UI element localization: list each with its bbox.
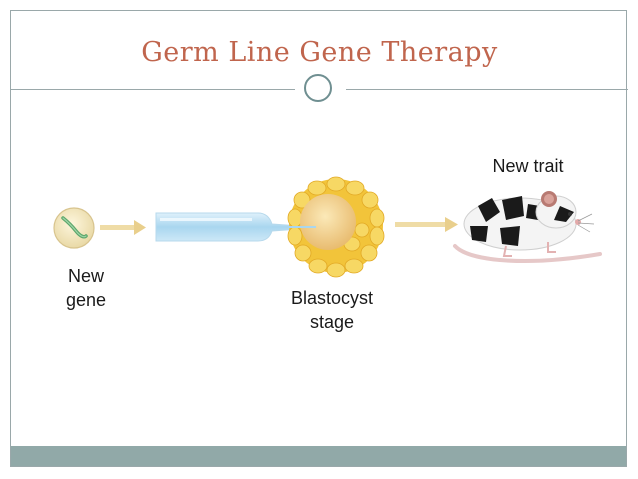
blastocyst-label-line1: Blastocyst bbox=[290, 288, 374, 308]
divider-circle-ornament bbox=[304, 74, 332, 102]
blastocyst-icon bbox=[272, 176, 385, 278]
blastocyst-label-line2: stage bbox=[309, 312, 355, 332]
new-trait-label: New trait bbox=[492, 156, 564, 176]
blastocyst-stage-label: Blastocyst stage bbox=[276, 286, 388, 334]
arrow-icon bbox=[100, 220, 146, 235]
new-gene-label-line2: gene bbox=[65, 290, 107, 310]
new-gene-label-line1: New bbox=[67, 266, 104, 286]
title-divider-right bbox=[346, 89, 628, 90]
footer-bar bbox=[11, 446, 626, 466]
arrow-icon bbox=[395, 217, 458, 232]
spotted-mouse-icon bbox=[453, 191, 602, 263]
slide-title: Germ Line Gene Therapy bbox=[141, 37, 498, 68]
new-gene-label: New gene bbox=[56, 264, 116, 312]
gene-cell-icon bbox=[53, 207, 95, 249]
title-divider-left bbox=[11, 89, 295, 90]
